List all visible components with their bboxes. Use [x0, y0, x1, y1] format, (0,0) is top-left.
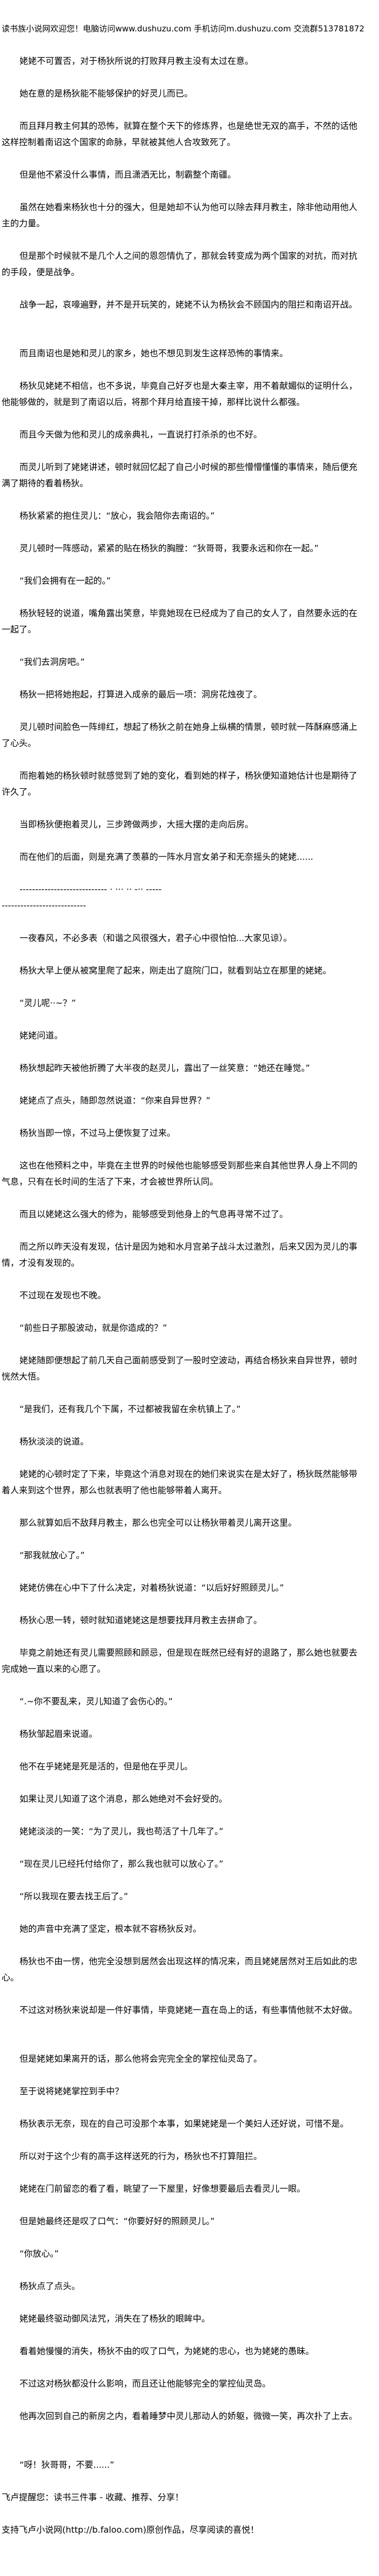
- paragraph: 杨狄点了点头。: [19, 2281, 81, 2291]
- paragraph: 她在意的是杨狄能不能够保护的好灵儿而已。: [19, 88, 193, 99]
- paragraph: 而在他们的后面，则是充满了羡慕的一阵水月宫女弟子和无奈摇头的姥姥......: [19, 852, 313, 862]
- paragraph: “我们会拥有在一起的。”: [19, 576, 111, 586]
- paragraph: 而且拜月教主何其的恐怖，就算在整个天下的修炼界，也是绝世无双的高手，不然的话他这…: [2, 121, 358, 147]
- paragraph: 所以对于这个少有的高手这样送死的行为，杨狄也不打算阻拦。: [19, 2151, 263, 2161]
- paragraph: 但是那个时候就不是几个人之间的恩怨情仇了，那就会转变成为两个国家的对抗，而对抗的…: [2, 251, 358, 277]
- paragraph: 但是她最终还是叹了口气：“你要好好的照顾灵儿。”: [19, 2216, 215, 2226]
- paragraph: 杨狄紧紧的抱住灵儿：“放心，我会陪你去南诏的。”: [19, 511, 215, 521]
- paragraph: 不过现在发现也不晚。: [19, 1290, 107, 1300]
- paragraph: 这也在他预料之中，毕竟在主世界的时候他也能够感受到那些来自其他世界人身上不同的气…: [2, 1160, 358, 1187]
- paragraph: 而且南诏也是她和灵儿的家乡，她也不想见到发生这样恐怖的事情来。: [19, 348, 289, 358]
- separator-line-1: ---------------------------- · ··· ·· -·…: [19, 884, 162, 894]
- paragraph: 姥姥在门前留恋的看了看，眺望了一下屋里，好像想要最后去看灵儿一眼。: [19, 2183, 306, 2194]
- site-welcome-banner: 读书族小说网欢迎您！电脑访问www.dushuzu.com 手机访问m.dush…: [2, 24, 365, 34]
- paragraph: “你放心。”: [19, 2248, 59, 2259]
- footer-reminder: 飞卢提醒您：读书三件事 - 收藏、推荐、分享！: [2, 2492, 184, 2502]
- paragraph: “现在灵儿已经托付给你了，那么我也就可以放心了。”: [19, 1859, 224, 1869]
- chapter-document: 读书族小说网欢迎您！电脑访问www.dushuzu.com 手机访问m.dush…: [2, 24, 365, 2535]
- paragraph: 而之所以昨天没有发现，估计是因为她和水月宫弟子战斗太过激烈，后来又因为灵儿的事情…: [2, 1241, 358, 1268]
- paragraph: 杨狄表示无奈，现在的自己可没那个本事，如果姥姥是一个美妇人还好说，可惜不是。: [19, 2119, 349, 2129]
- paragraph: 而且以姥姥这么强大的修为，能够感受到他身上的气息再寻常不过了。: [19, 1209, 289, 1219]
- paragraph: 杨狄淡淡的说道。: [19, 1436, 89, 1447]
- paragraph: 战争一起，哀嚎遍野，并不是开玩笑的，姥姥不认为杨狄会不顾国内的阻拦和南诏开战。: [19, 299, 358, 310]
- paragraph: 虽然在她看来杨狄也十分的强大，但是她却不认为他可以除去拜月教主，除非他动用他人主…: [2, 202, 358, 228]
- paragraph: 至于说将姥姥掌控到手中？: [19, 2086, 124, 2096]
- paragraph: 一夜春风，不必多表（和谐之风很强大，君子心中很怕怕...大家见谅）。: [19, 933, 292, 943]
- section-separator: ---------------------------- · ··· ·· -·…: [2, 881, 362, 914]
- paragraph: 杨狄心思一转，顿时就知道姥姥这是想要找拜月教主去拼命了。: [19, 1615, 263, 1625]
- paragraph: “前些日子那股波动，就是你造成的？”: [19, 1323, 167, 1333]
- paragraph: 他再次回到自己的新房之内，看着睡梦中灵儿那动人的娇躯，微微一笑，再次扑了上去。: [19, 2411, 358, 2421]
- paragraph: 当即杨狄便抱着灵儿，三步跨做两步，大摇大摆的走向后房。: [19, 819, 254, 829]
- paragraph: 毕竟之前她还有灵儿需要照顾和顾忌，但是现在既然已经有好的退路了，那么她也就要去完…: [2, 1647, 358, 1674]
- paragraph: 姥姥问道。: [19, 1030, 63, 1041]
- paragraph: 那么就算如后不敌拜月教主，那么也完全可以让杨狄带着灵儿离开这里。: [19, 1518, 297, 1528]
- chapter-body-part-2: 一夜春风，不必多表（和谐之风很强大，君子心中很怕怕...大家见谅）。杨狄大早上便…: [2, 930, 362, 2473]
- paragraph: 她的声音中充满了坚定，根本就不容杨狄反对。: [19, 1924, 202, 1934]
- paragraph: 杨狄邹起眉来说道。: [19, 1729, 98, 1739]
- paragraph: 如果让灵儿知道了这个消息，那么她绝对不会好受的。: [19, 1794, 228, 1804]
- paragraph: 杨狄当即一惊，不过马上便恢复了过来。: [19, 1128, 176, 1138]
- paragraph: “我们去洞房吧。”: [19, 657, 85, 667]
- paragraph: 不过这对杨狄都没什么影响，而且还让他能够完全的掌控仙灵岛。: [19, 2378, 271, 2389]
- paragraph: 杨狄见姥姥不相信，也不多说，毕竟自己好歹也是大秦主宰，用不着献媚似的证明什么，他…: [2, 381, 358, 407]
- paragraph: “所以我现在要去找王后了。”: [19, 1891, 128, 1901]
- paragraph: “那我就放心了。”: [19, 1550, 85, 1560]
- paragraph: 他不在乎姥姥是死是活的，但是他在乎灵儿。: [19, 1761, 193, 1771]
- paragraph: 灵儿顿时间脸色一阵绯红，想起了杨狄之前在她身上纵横的情景，顿时就一阵酥麻感涌上了…: [2, 722, 358, 748]
- paragraph: “灵儿呢··~？”: [19, 998, 76, 1008]
- paragraph: 而且今天做为他和灵儿的成亲典礼，一直说打打杀杀的也不好。: [19, 429, 263, 440]
- footer-support-notice: 支持飞卢小说网(http://b.faloo.com)原创作品，尽享阅读的喜悦！: [2, 2525, 259, 2535]
- paragraph: “呀！狄哥哥，不要......”: [19, 2460, 115, 2470]
- paragraph: “是我们，还有我几个下属，不过都被我留在余杭镇上了。”: [19, 1404, 241, 1414]
- paragraph: 姥姥不可置否，对于杨狄所说的打败拜月教主没有太过在意。: [19, 56, 254, 66]
- paragraph: 杨狄大早上便从被窝里爬了起来，刚走出了庭院门口，就看到站立在那里的姥姥。: [19, 965, 332, 976]
- separator-line-2: ---------------------------: [2, 900, 86, 911]
- paragraph: 杨狄轻轻的说道，嘴角露出笑意，毕竟她现在已经成为了自己的女人了，自然要永远的在一…: [2, 608, 358, 635]
- paragraph: 杨狄一把将她抱起，打算进入成亲的最后一项：洞房花烛夜了。: [19, 689, 263, 699]
- paragraph: 姥姥随即便想起了前几天自己面前感受到了一股时空波动，再结合杨狄来自异世界，顿时恍…: [2, 1355, 358, 1382]
- paragraph: 但是姥姥如果离开的话，那么他将会完完全全的掌控仙灵岛了。: [19, 2054, 263, 2064]
- chapter-body-part-1: 姥姥不可置否，对于杨狄所说的打败拜月教主没有太过在意。她在意的是杨狄能不能够保护…: [2, 53, 362, 865]
- paragraph: 姥姥的心顿时定了下来，毕竟这个消息对现在的她们来说实在是太好了，杨狄既然能够带着…: [2, 1469, 358, 1495]
- paragraph: 而抱着她的杨狄顿时就感觉到了她的变化，看到她的样子，杨狄便知道她估计也是期待了许…: [2, 770, 358, 797]
- paragraph: 而灵儿听到了姥姥讲述，顿时就回忆起了自己小时候的那些懵懵懂懂的事情来，随后便充满…: [2, 462, 358, 488]
- paragraph: 姥姥淡淡的一笑：“为了灵儿，我也苟活了十几年了。”: [19, 1826, 224, 1836]
- paragraph: 姥姥点了点头，随即忽然说道：“你来自异世界？”: [19, 1095, 211, 1106]
- paragraph: 灵儿顿时一阵感动，紧紧的贴在杨狄的胸膛：“狄哥哥，我要永远和你在一起。”: [19, 543, 319, 553]
- paragraph: 不过这对杨狄来说却是一件好事情，毕竟姥姥一直在岛上的话，有些事情他就不太好做。: [19, 2005, 358, 2015]
- paragraph: 姥姥最终驱动御风法咒，消失在了杨狄的眼眸中。: [19, 2313, 211, 2324]
- paragraph: 杨狄想起昨天被他折腾了大半夜的赵灵儿，露出了一丝笑意：“她还在睡觉。”: [19, 1063, 310, 1073]
- paragraph: 杨狄也不由一愣，他完全没想到居然会出现这样的情况来，而且姥姥居然对王后如此的忠心…: [2, 1956, 358, 1983]
- paragraph: “.~你不要乱来，灵儿知道了会伤心的。”: [19, 1696, 173, 1707]
- paragraph: 姥姥仿佛在心中下了什么决定，对着杨狄说道：“以后好好照顾灵儿。”: [19, 1583, 284, 1593]
- paragraph: 但是他不紧没什么事情，而且潇洒无比，制霸整个南疆。: [19, 169, 237, 180]
- paragraph: 看着她慢慢的消失，杨狄不由的叹了口气，为姥姥的忠心，也为姥姥的愚昧。: [19, 2346, 315, 2356]
